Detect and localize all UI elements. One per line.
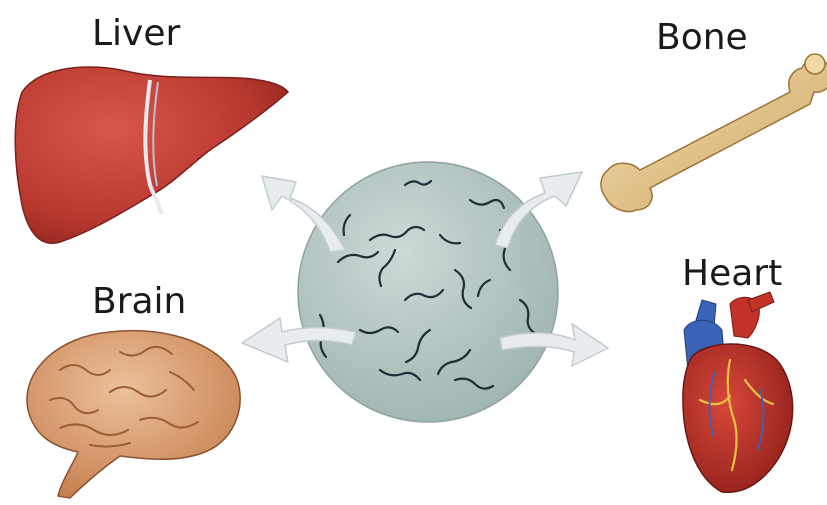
liver-illustration bbox=[15, 67, 288, 243]
brain-label: Brain bbox=[92, 284, 186, 320]
central-sphere bbox=[298, 162, 558, 422]
heart-illustration bbox=[683, 292, 793, 492]
heart-label: Heart bbox=[682, 256, 782, 292]
liver-label: Liver bbox=[92, 16, 180, 52]
bone-illustration bbox=[601, 54, 827, 212]
brain-illustration bbox=[27, 331, 240, 498]
bone-label: Bone bbox=[656, 20, 748, 56]
